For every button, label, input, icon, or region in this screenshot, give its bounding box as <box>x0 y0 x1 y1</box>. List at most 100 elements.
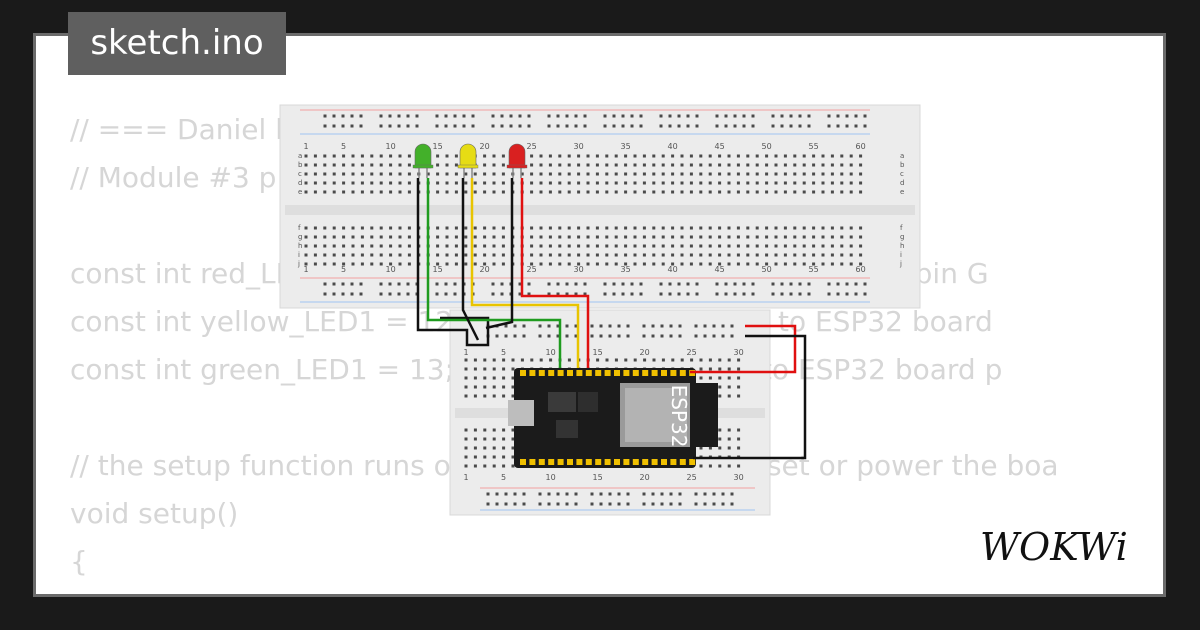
breadboard-col-number: 35 <box>621 142 631 151</box>
file-tab[interactable]: sketch.ino <box>68 12 286 75</box>
breadboard-row-letter: d <box>900 179 904 187</box>
led-red[interactable] <box>506 143 528 178</box>
esp32-pin <box>557 459 564 465</box>
esp32-pin <box>679 370 686 376</box>
breadboard-col-number: 30 <box>574 142 584 151</box>
breadboard-col-number: 55 <box>809 142 819 151</box>
breadboard-row-letter: i <box>298 251 300 259</box>
breadboard-row-letter: g <box>900 233 904 241</box>
led-yellow[interactable] <box>457 143 479 178</box>
breadboard-row-letter: a <box>298 152 302 160</box>
esp32-pin <box>661 370 667 376</box>
wire-green <box>426 178 562 368</box>
breadboard-col-number: 10 <box>386 142 396 151</box>
breadboard-row-letter: h <box>900 242 904 250</box>
breadboard-col-number: 5 <box>501 473 506 482</box>
breadboard-col-number: 25 <box>527 142 537 151</box>
breadboard-col-number: 5 <box>501 348 506 357</box>
breadboard-row-letter: f <box>298 224 301 232</box>
breadboard-col-number: 10 <box>546 348 556 357</box>
esp32-board[interactable]: ESP32 <box>508 368 718 468</box>
breadboard-col-number: 15 <box>593 473 603 482</box>
code-line: { <box>70 545 88 578</box>
wire-black-ground <box>693 334 807 460</box>
breadboard-col-number: 50 <box>762 142 772 151</box>
esp32-pin <box>604 459 611 465</box>
esp32-pin <box>567 459 573 465</box>
led-green[interactable] <box>412 143 434 178</box>
breadboard-col-number: 5 <box>341 265 346 274</box>
breadboard-col-number: 20 <box>480 265 490 274</box>
esp32-pin <box>557 370 564 376</box>
esp32-pin <box>595 370 602 376</box>
breadboard-row-letter: h <box>298 242 302 250</box>
code-line: void setup() <box>70 497 239 530</box>
esp32-label: ESP32 <box>667 385 691 448</box>
breadboard-col-number: 5 <box>341 142 346 151</box>
breadboard-row-letter: j <box>899 260 902 268</box>
esp32-pin <box>529 370 536 376</box>
esp32-pin <box>548 370 555 376</box>
code-line: // the setup function runs once when you… <box>70 449 1059 482</box>
usb-port <box>508 400 534 426</box>
breadboard-col-number: 1 <box>303 142 308 151</box>
esp32-pin <box>632 370 639 376</box>
wokwi-logo-text: WOKWi <box>980 525 1128 569</box>
esp32-pin <box>642 370 649 376</box>
esp32-pin <box>604 370 611 376</box>
esp32-pin <box>642 459 649 465</box>
esp32-pin <box>520 370 526 376</box>
breadboard-col-number: 60 <box>856 142 866 151</box>
esp32-pin <box>670 370 677 376</box>
wokwi-logo: WOKWi <box>980 525 1128 569</box>
breadboard-col-number: 30 <box>734 348 744 357</box>
breadboard-row-letter: b <box>298 161 303 169</box>
breadboard-col-number: 20 <box>640 348 650 357</box>
esp32-pin <box>585 370 592 376</box>
esp32-pin <box>623 370 630 376</box>
esp32-pin <box>670 459 677 465</box>
wire-yellow <box>470 178 580 368</box>
breadboard-col-number: 45 <box>715 142 725 151</box>
esp32-pin <box>538 370 545 376</box>
breadboard-row-letter: a <box>900 152 904 160</box>
breadboard-col-number: 20 <box>480 142 490 151</box>
esp32-pin <box>651 370 658 376</box>
esp32-pin <box>520 459 526 465</box>
esp32-pin <box>576 370 583 376</box>
breadboard-col-number: 10 <box>546 473 556 482</box>
esp32-pin <box>548 459 555 465</box>
esp32-pin <box>585 459 592 465</box>
esp32-pin <box>529 459 536 465</box>
breadboard-col-number: 45 <box>715 265 725 274</box>
esp32-pin <box>679 459 686 465</box>
breadboard-col-number: 10 <box>386 265 396 274</box>
esp32-pin <box>576 459 583 465</box>
breadboard-col-number: 20 <box>640 473 650 482</box>
esp32-pin <box>651 459 658 465</box>
esp32-pin <box>567 370 573 376</box>
breadboard-col-number: 1 <box>463 473 468 482</box>
esp32-pin <box>614 459 620 465</box>
breadboard-col-number: 15 <box>433 265 443 274</box>
wire-black-green <box>416 178 490 347</box>
esp32-pin <box>614 370 620 376</box>
breadboard-row-letter: j <box>297 260 300 268</box>
breadboard-row-letter: g <box>298 233 302 241</box>
wire-black-red <box>485 178 514 330</box>
breadboard-col-number: 40 <box>668 142 678 151</box>
breadboard-col-number: 60 <box>856 265 866 274</box>
breadboard-row-letter: e <box>298 188 302 196</box>
breadboard-col-number: 1 <box>303 265 308 274</box>
breadboard-col-number: 35 <box>621 265 631 274</box>
breadboard-row-letter: b <box>900 161 905 169</box>
esp32-pin <box>689 459 696 465</box>
breadboard-col-number: 25 <box>687 473 697 482</box>
breadboard-col-number: 30 <box>574 265 584 274</box>
code-line: // Module #3 p <box>70 161 277 194</box>
breadboard-col-number: 40 <box>668 265 678 274</box>
esp32-pin <box>623 459 630 465</box>
esp32-pin <box>538 459 545 465</box>
